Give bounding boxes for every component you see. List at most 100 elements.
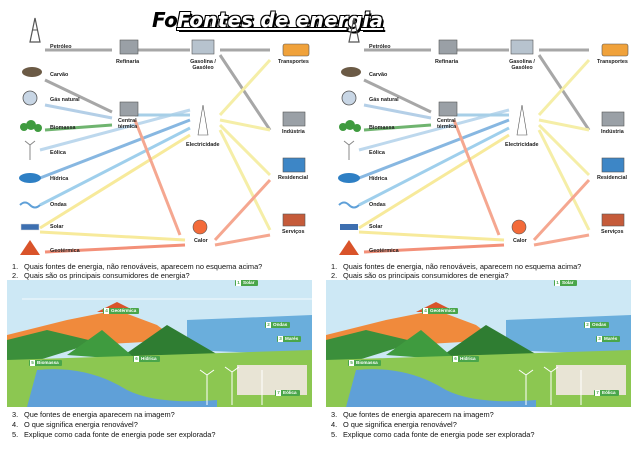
worksheet-copy-right: Petróleo Carvão Gás natural Biomassa Eól… — [319, 0, 638, 451]
volcano-icon — [339, 240, 359, 255]
arrow-fuel-industry — [218, 54, 272, 131]
label-industria: Indústria — [282, 129, 305, 135]
label-electricidade: Electricidade — [505, 142, 539, 148]
label-central-termica: Central térmica — [437, 118, 457, 130]
label-servicos: Serviços — [282, 229, 305, 235]
heat-icon — [192, 219, 208, 235]
arrow-solar-heat — [39, 230, 186, 242]
bus-icon — [282, 43, 310, 57]
fuel-station-icon — [191, 39, 215, 55]
label-gas-natural: Gás natural — [369, 97, 399, 103]
question-3: 3.Que fontes de energia aparecem na imag… — [331, 410, 494, 419]
arrow-waves-electric — [39, 126, 191, 207]
pylon-icon — [197, 104, 209, 136]
solar-panel-icon — [20, 223, 40, 231]
solar-panel-icon — [340, 224, 358, 230]
pylon-icon — [516, 104, 528, 136]
arrow-electric-transport — [218, 58, 272, 117]
question-1: 1.Quais fontes de energia, não renovávei… — [331, 262, 582, 271]
oil-derrick-icon — [348, 17, 360, 43]
label-residencial: Residencial — [278, 175, 308, 181]
gas-tank-icon — [22, 90, 38, 106]
title-text: Fontes de energia — [177, 8, 384, 32]
factory-icon — [601, 111, 625, 127]
label-gasolina: Gasolina / Gasóleo — [509, 59, 535, 71]
energy-flow-diagram — [19, 17, 310, 255]
label-geotermica: Geotérmica — [369, 248, 399, 254]
source-icons — [19, 17, 42, 255]
dam-icon — [19, 173, 41, 183]
worksheet-copy-left: Petróleo Carvão Gás natural Biomassa Eól… — [7, 17, 312, 439]
power-plant-icon — [438, 101, 458, 117]
label-industria: Indústria — [601, 129, 624, 135]
energy-flow-diagram — [338, 17, 629, 255]
label-refinaria: Refinaria — [435, 59, 459, 65]
fuel-station-icon — [510, 39, 534, 55]
label-gas-natural: Gás natural — [50, 97, 80, 103]
label-servicos: Serviços — [601, 229, 624, 235]
arrow-electric-residential — [218, 123, 272, 177]
label-solar: Solar — [50, 224, 64, 230]
label-petroleo: Petróleo — [369, 44, 391, 50]
house-icon — [601, 157, 625, 173]
question-1: 1.Quais fontes de energia, não renovávei… — [12, 262, 263, 271]
arrow-electric-services — [218, 129, 272, 231]
question-4: 4.O que significa energia renovável? — [12, 420, 138, 429]
dam-icon — [338, 173, 360, 183]
question-2: 2.Quais são os principais consumidores d… — [12, 271, 190, 280]
arrow-gas-central — [44, 103, 113, 120]
label-carvao: Carvão — [50, 72, 69, 78]
label-ondas: Ondas — [50, 202, 67, 208]
power-plant-icon — [119, 101, 139, 117]
wind-turbine-icon — [24, 140, 36, 160]
arrow-heat-residential — [213, 178, 272, 242]
label-carvao: Carvão — [369, 72, 388, 78]
bus-icon — [601, 43, 629, 57]
label-electricidade: Electricidade — [186, 142, 220, 148]
label-eolica: Eólica — [369, 150, 385, 156]
arrow-solar-electric — [39, 133, 191, 230]
refinery-icon — [438, 39, 458, 55]
volcano-icon — [20, 240, 40, 255]
label-residencial: Residencial — [597, 175, 627, 181]
question-2: 2.Quais são os principais consumidores d… — [331, 271, 509, 280]
label-solar: Solar — [369, 224, 383, 230]
label-transportes: Transportes — [278, 59, 309, 65]
waves-icon — [338, 201, 360, 209]
arrow-geo-heat — [44, 243, 186, 254]
services-icon — [601, 213, 625, 227]
refinery-icon — [119, 39, 139, 55]
heat-icon — [511, 219, 527, 235]
arrow-wind-electric — [39, 108, 191, 152]
worksheet-title: Fo Fontes de energia — [150, 8, 383, 34]
label-hidrica: Hídrica — [369, 176, 388, 182]
label-eolica: Eólica — [50, 150, 66, 156]
waves-icon — [19, 201, 41, 209]
label-biomassa: Biomassa — [50, 125, 76, 131]
arrow-coal-central — [44, 78, 113, 114]
arrow-biomass-central — [44, 123, 113, 132]
question-3: 3.Que fontes de energia aparecem na imag… — [12, 410, 175, 419]
biomass-icon — [339, 120, 361, 132]
label-petroleo: Petróleo — [50, 44, 72, 50]
label-hidrica: Hídrica — [50, 176, 69, 182]
title-ghost-text: Fo — [152, 8, 178, 32]
arrow-electric-industry — [219, 118, 271, 132]
label-transportes: Transportes — [597, 59, 628, 65]
question-4: 4.O que significa energia renovável? — [331, 420, 457, 429]
wind-turbine-icon — [343, 140, 355, 160]
gas-tank-icon — [341, 90, 357, 106]
